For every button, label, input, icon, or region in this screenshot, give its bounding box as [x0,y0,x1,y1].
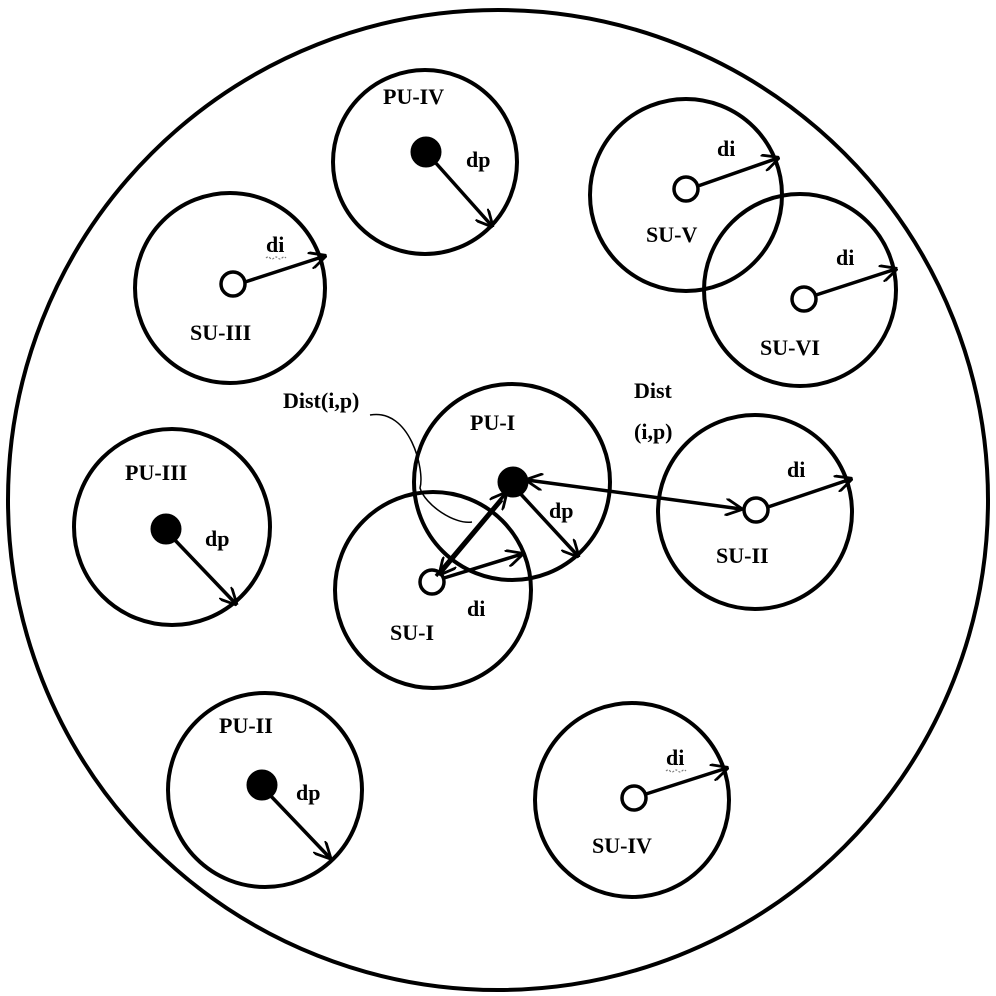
pu-i-dot [497,466,529,498]
pu-ii-coverage-circle [166,691,364,889]
su-vi-coverage-circle [702,192,898,388]
su-i-node: SU-I di [333,490,533,690]
pu-iv-node: PU-IV dp [331,68,519,256]
su-ii-radius-label: di [787,457,805,482]
su-vi-dot [790,285,818,313]
dist-right-label-line1: Dist [634,378,673,403]
pu-ii-radius-arrow [266,791,330,858]
pu-iii-coverage-circle [72,427,272,627]
pu-i-radius-label: dp [549,498,573,523]
pu-ii-dot [246,769,278,801]
pu-ii-radius-label: dp [296,780,320,805]
su-vi-radius-label: di [836,245,854,270]
dist-left-leader [369,413,473,523]
su-v-label: SU-V [646,222,697,247]
su-iv-coverage-circle [533,701,731,899]
su-v-node: SU-V di [588,97,784,293]
su-i-radius-label: di [467,596,485,621]
su-v-dot [672,175,700,203]
pu-i-label: PU-I [470,410,515,435]
pu-iv-radius-arrow [424,150,492,226]
su-ii-radius-arrow [767,479,851,509]
su-iii-coverage-circle [133,191,327,385]
su-iv-radius-arrow [645,768,727,796]
su-vi-node: SU-VI di [702,192,898,388]
su-vi-label: SU-VI [760,335,820,360]
su-v-radius-arrow [697,158,778,188]
su-iii-radius-label: di [266,232,284,257]
su-iv-dot [620,784,648,812]
pu-iv-coverage-circle [331,68,519,256]
su-ii-label: SU-II [716,543,769,568]
pu-iii-radius-label: dp [205,526,229,551]
pu-iii-dot [150,513,182,545]
su-i-radius-arrow [443,554,522,580]
su-iii-dot [219,270,247,298]
pu-iii-radius-arrow [170,535,236,604]
su-iv-node: SU-IV di [533,701,731,899]
dist-right-arrow [527,480,741,509]
pu-iii-label: PU-III [125,460,187,485]
su-vi-radius-arrow [815,269,896,297]
pu-iii-node: PU-III dp [72,427,272,627]
su-i-label: SU-I [390,620,434,645]
su-iv-radius-label: di [666,745,684,770]
su-i-coverage-circle [333,490,533,690]
dist-left-label: Dist(i,p) [283,388,359,413]
su-iii-label: SU-III [190,320,251,345]
su-iv-radius-label-underline [665,769,687,773]
su-iii-radius-arrow [244,256,325,284]
pu-ii-label: PU-II [219,713,273,738]
pu-iv-radius-label: dp [466,147,490,172]
su-iii-radius-label-underline [265,256,287,260]
su-ii-dot [742,496,770,524]
dist-right-label-line2: (i,p) [634,419,673,444]
network-boundary [6,8,990,992]
pu-i-to-su-i-arrow [440,498,504,574]
pu-iv-label: PU-IV [383,84,444,109]
su-iv-label: SU-IV [592,833,652,858]
su-iii-node: SU-III di [133,191,327,385]
pu-ii-node: PU-II dp [166,691,364,889]
su-v-radius-label: di [717,136,735,161]
su-ii-node: SU-II di [656,413,852,611]
